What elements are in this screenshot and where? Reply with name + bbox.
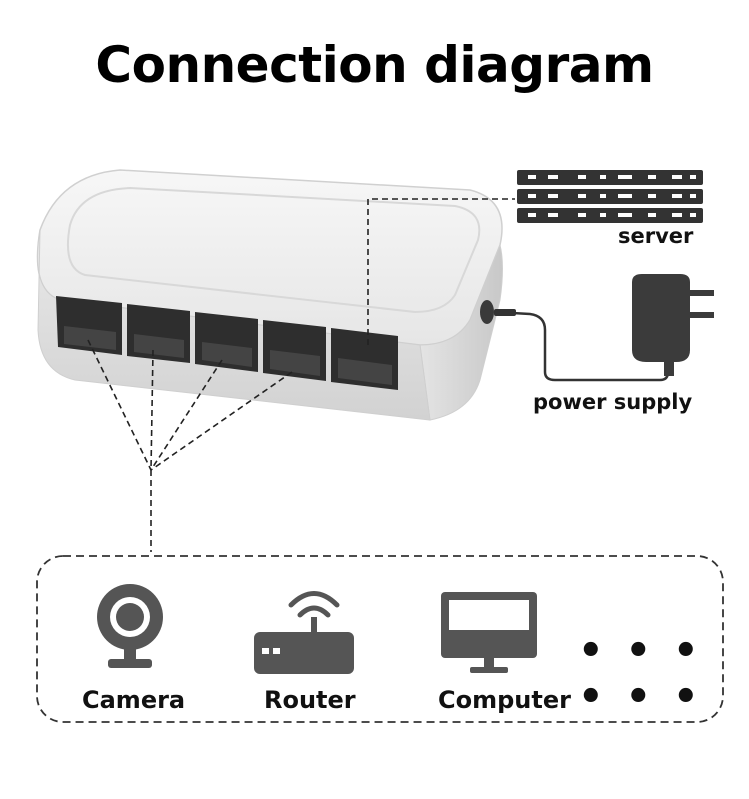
dc-jack	[480, 300, 494, 324]
server-icon	[517, 170, 703, 223]
power-adapter-icon	[632, 274, 714, 376]
power-supply-label: power supply	[533, 390, 693, 414]
power-cable	[493, 310, 670, 382]
server-connection-line	[367, 198, 515, 345]
port-4	[263, 320, 326, 381]
camera-label: Camera	[82, 686, 186, 714]
devices-frame	[36, 555, 724, 723]
monitor-icon	[441, 592, 537, 673]
router-label: Router	[264, 686, 356, 714]
port-2	[127, 304, 190, 363]
port-1	[56, 296, 122, 355]
device-connection-lines	[87, 339, 293, 552]
wifi-router-icon	[254, 591, 354, 674]
port-3	[195, 312, 258, 372]
more-devices-ellipsis: • • • • • •	[578, 628, 703, 720]
network-switch	[36, 169, 503, 421]
webcam-icon	[97, 584, 163, 668]
diagram-title: Connection diagram	[95, 36, 654, 94]
computer-label: Computer	[438, 686, 571, 714]
server-label: server	[618, 224, 694, 248]
port-5	[331, 328, 398, 390]
